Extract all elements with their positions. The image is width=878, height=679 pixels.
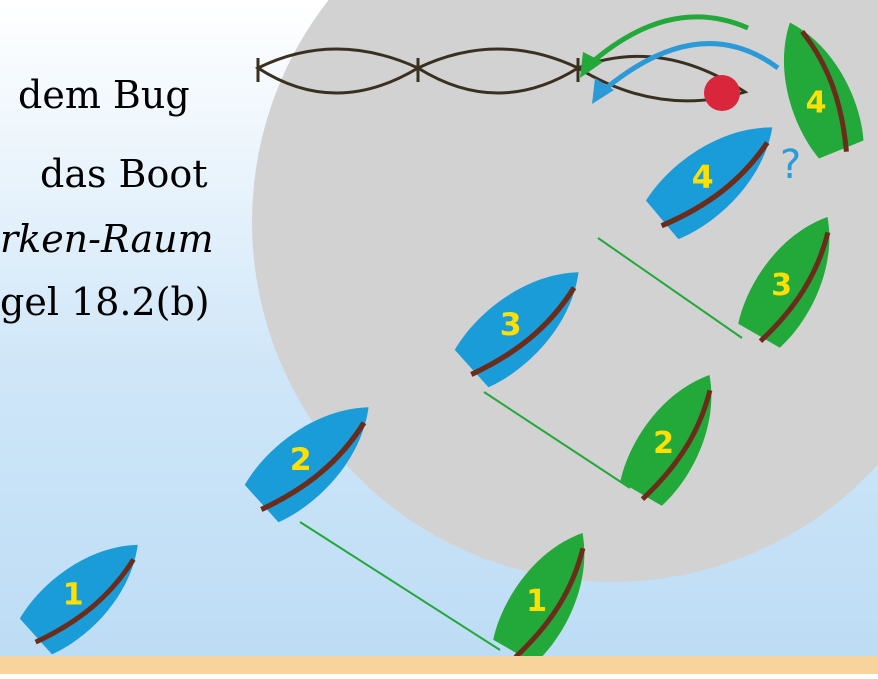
boat-sail xyxy=(260,421,367,512)
green-boat-1: 1 xyxy=(493,533,586,664)
boat-hull xyxy=(620,375,712,506)
boat-hull xyxy=(19,544,138,655)
boat-sail xyxy=(513,547,586,659)
text-line-3: rken-Raum xyxy=(0,220,214,258)
overlap-lines xyxy=(299,237,743,651)
mark-buoy xyxy=(704,75,740,111)
boat-hull xyxy=(454,272,579,388)
green-arrow-head xyxy=(580,52,603,78)
boat-sail xyxy=(470,286,577,377)
boat-sail xyxy=(34,558,136,645)
blue-arrow xyxy=(602,41,780,92)
text-line-1: dem Bug xyxy=(18,73,190,117)
boat-sail xyxy=(660,141,770,229)
boat-sail xyxy=(640,389,713,501)
green-boat-3: 3 xyxy=(738,217,831,348)
boat-hull xyxy=(738,217,830,348)
boat-number: 3 xyxy=(500,307,522,343)
text-line-4: gel 18.2(b) xyxy=(0,280,210,324)
green-boat-2: 2 xyxy=(620,375,713,506)
blue-boat-3: 3 xyxy=(454,272,579,388)
text-line-2: das Boot xyxy=(40,152,208,196)
blue-boat-1: 1 xyxy=(19,544,138,655)
boat-number: 1 xyxy=(526,584,547,619)
boat-number: 1 xyxy=(63,577,84,612)
green-arrow xyxy=(588,14,749,66)
blue-boat-2: 2 xyxy=(244,407,369,523)
boat-number: 4 xyxy=(806,85,827,120)
boat-number: 3 xyxy=(771,268,792,303)
boat-hull xyxy=(244,407,369,523)
boat-number: 2 xyxy=(290,442,312,478)
green-boat-4: 4 xyxy=(783,22,864,159)
boat-sail xyxy=(800,29,849,152)
question-mark: ? xyxy=(780,142,801,188)
boat-number: 4 xyxy=(692,159,714,195)
bottom-bar xyxy=(0,656,878,674)
boat-hull xyxy=(645,127,773,240)
boat-hull xyxy=(493,533,585,664)
boat-number: 2 xyxy=(653,426,674,461)
blue-boat-4: 4 xyxy=(645,127,773,240)
committee-boat-outline xyxy=(254,47,749,103)
blue-arrow-head xyxy=(592,78,614,104)
boat-sail xyxy=(758,231,831,343)
